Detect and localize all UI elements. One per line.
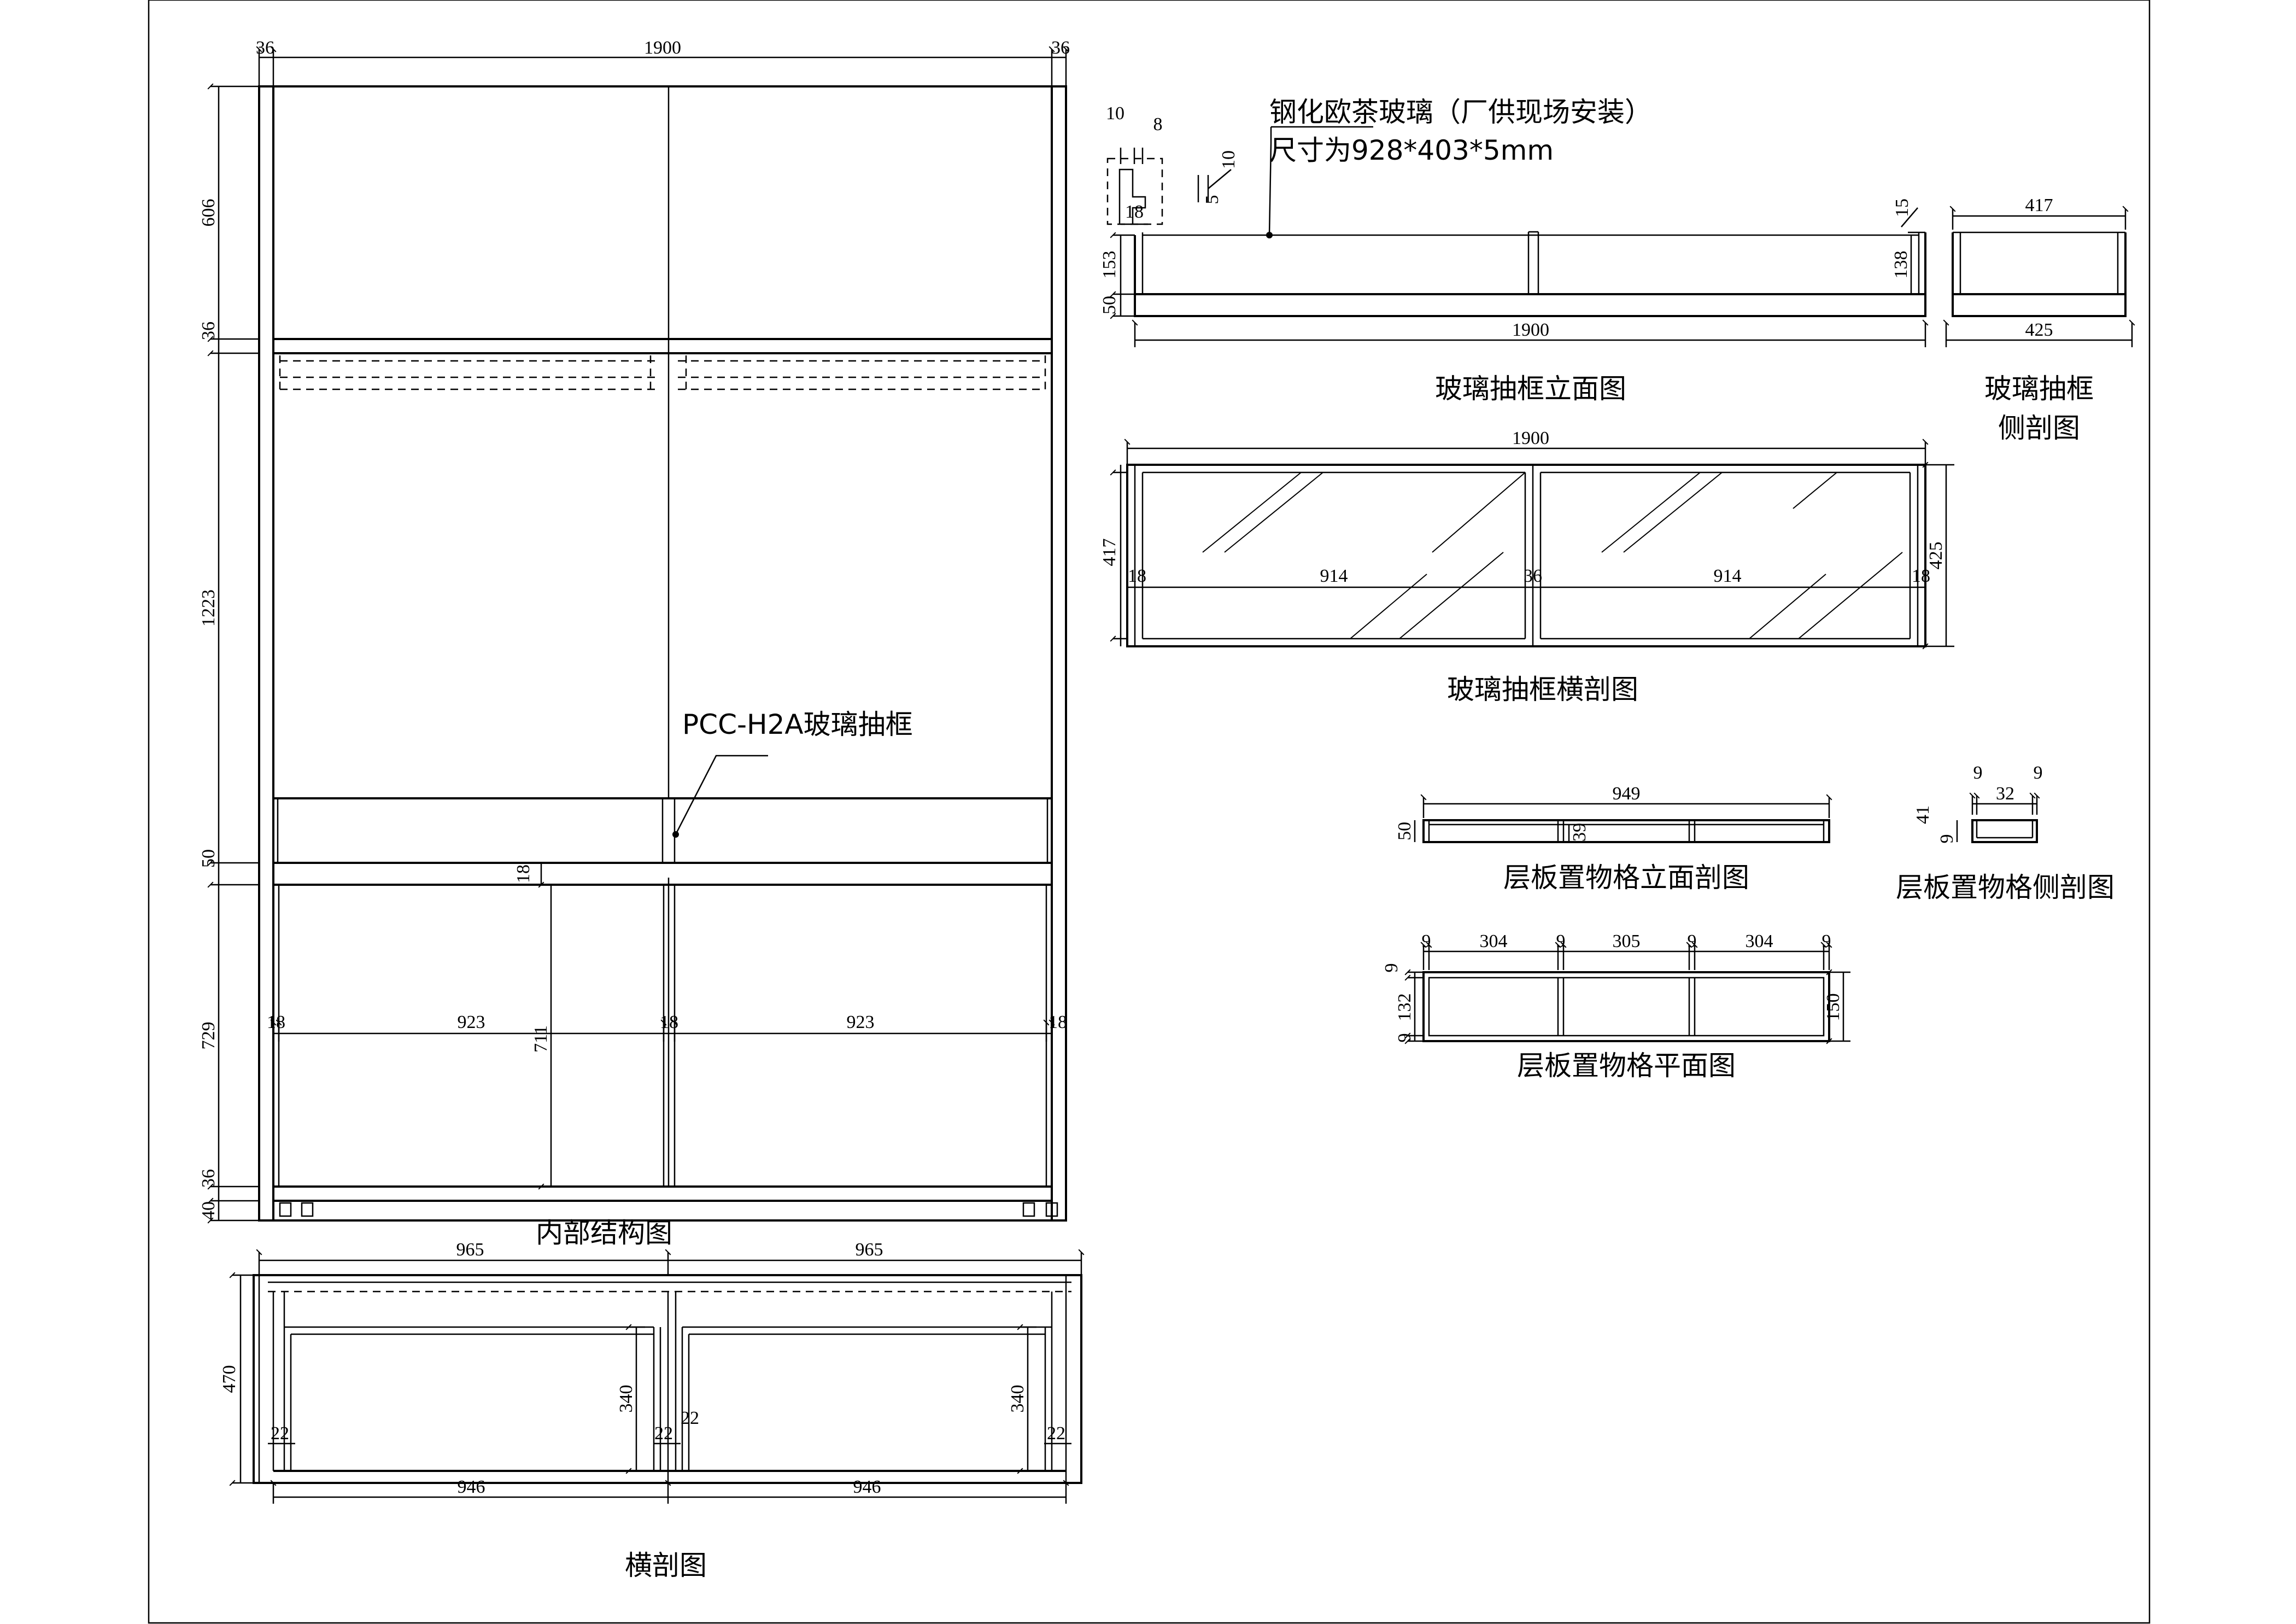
dim-dc-425: 425	[1926, 542, 1946, 570]
glass-note-line1: 钢化欧茶玻璃（厂供现场安装）	[1269, 96, 1652, 128]
dim-cross-h22a: 22	[271, 1423, 289, 1444]
dim-sp-h304b: 304	[1746, 931, 1773, 951]
dim-de-153: 153	[1099, 251, 1120, 279]
dim-cross-top-b: 965	[856, 1240, 883, 1260]
title-shelf-side: 层板置物格侧剖图	[1896, 872, 2115, 903]
dim-de-138: 138	[1891, 251, 1911, 279]
glass-drawer-side-view: 417 425 玻璃抽框 侧剖图	[1943, 195, 2135, 444]
drawer-label-note: PCC-H2A玻璃抽框	[682, 709, 913, 740]
dim-cross-h22c: 22	[681, 1408, 699, 1428]
dim-internal-h923a: 923	[458, 1012, 485, 1032]
dim-de-50: 50	[1099, 296, 1120, 314]
dim-de-1900: 1900	[1512, 320, 1549, 340]
dim-sp-h9d: 9	[1822, 931, 1831, 951]
dim-cross-bot-a: 946	[458, 1477, 485, 1497]
dim-cross-v340b: 340	[1008, 1385, 1028, 1413]
title-glass-drawer-cross: 玻璃抽框横剖图	[1447, 674, 1638, 705]
dim-cross-v470: 470	[219, 1365, 239, 1393]
dim-de-18: 18	[1125, 202, 1144, 222]
dim-dc-1900: 1900	[1512, 428, 1549, 448]
dim-sp-h9a: 9	[1422, 931, 1431, 951]
dim-internal-v711: 711	[531, 1025, 551, 1053]
dim-sp-h9b: 9	[1556, 931, 1566, 951]
internal-structure-view: 36 1900 36 606 36 1223 50 729 36 40 18 9…	[198, 38, 1070, 1249]
dim-dc-h18b: 18	[1912, 566, 1930, 586]
dim-internal-h18a: 18	[267, 1012, 285, 1032]
title-glass-drawer-side-2: 侧剖图	[1998, 412, 2080, 444]
dim-cross-h22d: 22	[1047, 1423, 1065, 1444]
dim-internal-v36a: 36	[198, 322, 219, 340]
shelf-plan-view: 9 304 9 305 9 304 9 9 132 9 150 层板置物格平面图	[1381, 931, 1850, 1082]
dim-de-5: 5	[1202, 195, 1222, 205]
dim-cross-v340a: 340	[616, 1385, 636, 1413]
dim-internal-h18c: 18	[1049, 1012, 1067, 1032]
glass-drawer-elevation-view: 10 8 10 5 18 153 50 15 138 1	[1099, 96, 1929, 405]
dim-dc-417: 417	[1099, 539, 1120, 566]
dim-cross-top-a: 965	[456, 1240, 484, 1260]
title-cross-section: 横剖图	[625, 1550, 707, 1581]
dim-sp-h9c: 9	[1688, 931, 1697, 951]
dim-cross-bot-b: 946	[853, 1477, 881, 1497]
title-glass-drawer-side-1: 玻璃抽框	[1984, 373, 2094, 405]
title-shelf-elevation: 层板置物格立面剖图	[1503, 862, 1749, 893]
dim-internal-v36b: 36	[198, 1169, 219, 1188]
dim-internal-v729: 729	[198, 1022, 219, 1050]
shelf-elevation-view: 949 50 39 层板置物格立面剖图	[1395, 784, 1832, 893]
dim-sp-v9a: 9	[1381, 963, 1402, 973]
dim-sp-h304a: 304	[1480, 931, 1508, 951]
dim-internal-h923b: 923	[847, 1012, 875, 1032]
dim-se-50: 50	[1395, 822, 1415, 840]
dim-de-10b: 10	[1219, 150, 1239, 169]
dim-ss-9c: 9	[1937, 834, 1957, 844]
dim-de-15: 15	[1892, 198, 1912, 217]
dim-de-10: 10	[1106, 103, 1124, 124]
dim-internal-v50: 50	[198, 849, 219, 868]
dim-internal-h18b: 18	[660, 1012, 678, 1032]
dim-de-8: 8	[1153, 114, 1163, 135]
dim-se-39: 39	[1569, 823, 1590, 842]
title-internal-structure: 内部结构图	[536, 1217, 672, 1249]
title-shelf-plan: 层板置物格平面图	[1517, 1050, 1736, 1082]
dim-dc-h18a: 18	[1128, 566, 1146, 586]
dim-sp-v132: 132	[1395, 994, 1415, 1021]
dim-ss-32: 32	[1996, 784, 2014, 804]
title-glass-drawer-elevation: 玻璃抽框立面图	[1435, 373, 1626, 405]
dim-ds-425: 425	[2025, 320, 2053, 340]
glass-drawer-cross-view: 1900 417 425 18 914 36 914 18 玻璃抽框横剖图	[1099, 428, 1954, 705]
cross-section-view: 965 965 470 340 340 22 22 22 22 946 946 …	[219, 1240, 1085, 1581]
dim-internal-h18-top: 18	[513, 864, 534, 883]
dim-se-949: 949	[1613, 784, 1641, 804]
dim-ds-417: 417	[2025, 195, 2053, 215]
dim-sp-v150: 150	[1823, 994, 1843, 1021]
dim-internal-v606: 606	[198, 199, 219, 227]
shelf-side-view: 9 32 9 41 9 层板置物格侧剖图	[1896, 763, 2115, 903]
dim-ss-41: 41	[1913, 805, 1933, 824]
dim-internal-top-right: 36	[1051, 38, 1070, 58]
dim-dc-h914a: 914	[1320, 566, 1348, 586]
dim-dc-h36: 36	[1524, 566, 1542, 586]
dim-internal-top-mid: 1900	[644, 38, 681, 58]
dim-internal-v40: 40	[198, 1201, 219, 1220]
dim-dc-h914b: 914	[1714, 566, 1742, 586]
sheet-border	[148, 0, 2151, 1624]
dim-cross-h22b: 22	[654, 1423, 673, 1444]
glass-note-line2: 尺寸为928*403*5mm	[1269, 135, 1554, 166]
dim-sp-v9b: 9	[1395, 1033, 1415, 1043]
dim-internal-top-left: 36	[256, 38, 274, 58]
dim-ss-9b: 9	[2034, 763, 2043, 783]
dim-internal-v1223: 1223	[198, 589, 219, 627]
dim-ss-9a: 9	[1973, 763, 1983, 783]
dim-sp-h305: 305	[1613, 931, 1641, 951]
